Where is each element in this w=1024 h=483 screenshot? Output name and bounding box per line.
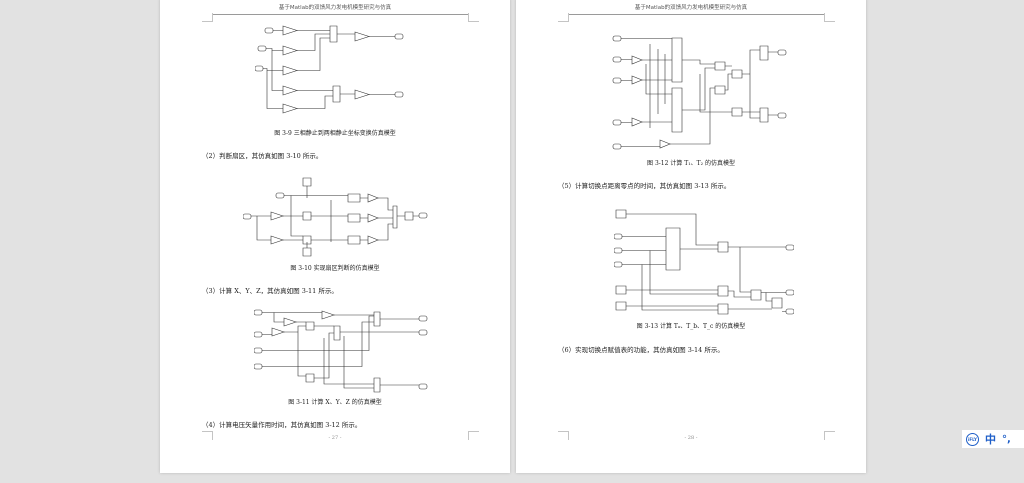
ime-punctuation-toggle[interactable]: °, — [1002, 433, 1011, 445]
page-number: - 28 - — [684, 435, 698, 441]
crop-mark — [558, 431, 569, 440]
simulink-diagram-fig-3-13 — [614, 208, 794, 318]
paragraph: （4）计算电压矢量作用时间，其仿真如图 3-12 所示。 — [202, 421, 362, 429]
page-header: 基于Matlab的双馈风力发电机模型研究与仿真 — [634, 5, 748, 11]
simulink-diagram-fig-3-11 — [254, 308, 434, 394]
crop-mark — [202, 431, 213, 440]
document-page-28: 基于Matlab的双馈风力发电机模型研究与仿真 — [516, 0, 866, 473]
paragraph: （2）判断扇区，其仿真如图 3-10 所示。 — [202, 152, 323, 160]
crop-mark — [824, 13, 835, 22]
paragraph: （5）计算切换点距离零点的时间，其仿真如图 3-13 所示。 — [558, 182, 731, 190]
page-header: 基于Matlab的双馈风力发电机模型研究与仿真 — [278, 5, 392, 11]
header-rule — [212, 14, 468, 15]
figure-caption: 图 3-13 计算 Tₐ、T_b、T_c 的仿真模型 — [636, 323, 746, 330]
figure-caption: 图 3-11 计算 X、Y、Z 的仿真模型 — [288, 399, 382, 406]
figure-caption: 图 3-12 计算 T₁、T₂ 的仿真模型 — [647, 160, 735, 167]
simulink-diagram-fig-3-9 — [255, 24, 435, 114]
ime-language-toggle[interactable]: 中 — [985, 433, 996, 446]
ime-toolbar[interactable]: iFLY 中 °, — [962, 430, 1024, 448]
simulink-diagram-fig-3-10 — [243, 176, 433, 258]
crop-mark — [558, 13, 569, 22]
crop-mark — [824, 431, 835, 440]
crop-mark — [468, 431, 479, 440]
simulink-diagram-fig-3-12 — [610, 34, 790, 156]
page-number: - 27 - — [328, 435, 342, 441]
figure-caption: 图 3-9 三相静止到两相静止坐标变换仿真模型 — [274, 130, 396, 137]
document-page-27: 基于Matlab的双馈风力发电机模型研究与仿真 图 3-9 三相静止到两相静止坐… — [160, 0, 510, 473]
paragraph: （3）计算 X、Y、Z，其仿真如图 3-11 所示。 — [202, 287, 338, 295]
crop-mark — [468, 13, 479, 22]
ime-logo-icon[interactable]: iFLY — [966, 432, 979, 446]
crop-mark — [202, 13, 213, 22]
figure-caption: 图 3-10 实现扇区判断的仿真模型 — [290, 265, 380, 272]
paragraph: （6）实现切换点赋值表的功能，其仿真如图 3-14 所示。 — [558, 346, 724, 354]
header-rule — [568, 14, 824, 15]
